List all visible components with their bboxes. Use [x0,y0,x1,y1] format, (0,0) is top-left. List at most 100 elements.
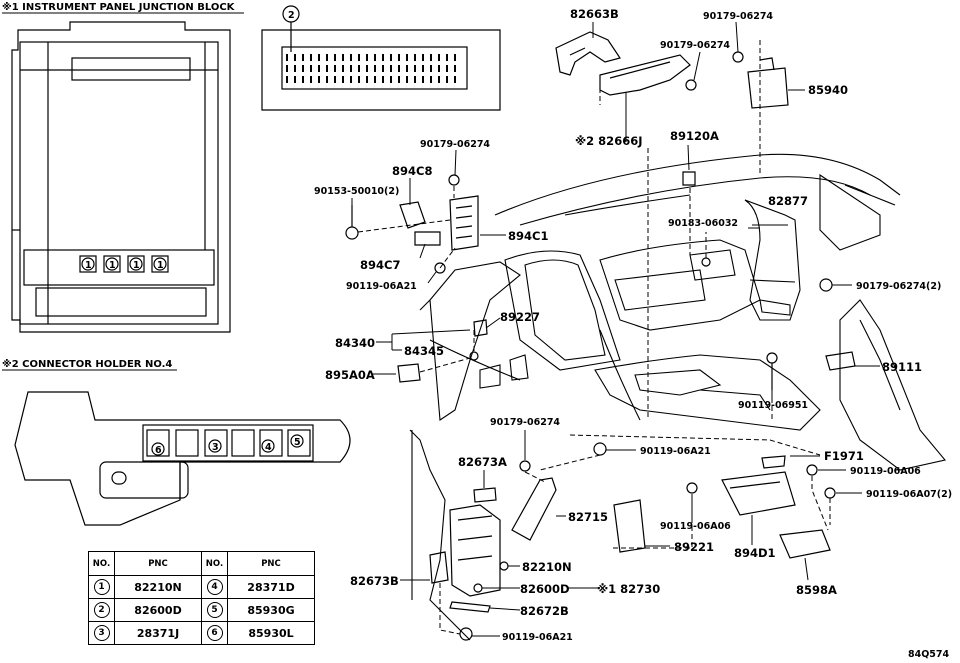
table-cell-pnc: 85930G [227,598,315,622]
table-row: 2 82600D 5 85930G [88,598,315,622]
table-cell-pnc: 28371D [227,575,315,599]
label-F1971: F1971 [824,449,864,463]
junction-slot-1c: 1 [129,257,143,271]
part-82210N [499,561,509,571]
label-90119-d: 90119-06A06 [850,466,921,477]
holder-slot-5: 5 [290,434,304,448]
label-82673B: 82673B [350,574,399,588]
part-89120A [682,171,696,186]
table-cell-pnc: 82210N [114,575,202,599]
part-82666J [599,54,691,96]
holder-slot-6: 6 [151,442,165,456]
connector-strip-drawing [261,5,501,111]
pnc-table: NO. PNC NO. PNC 1 82210N 4 28371D 2 8260… [88,551,315,645]
label-894C1: 894C1 [508,229,548,243]
label-82663B: 82663B [570,7,619,21]
table-cell-pnc: 85930L [227,621,315,645]
instrument-panel-drawing [409,153,947,641]
label-894C8: 894C8 [392,164,432,178]
clip-90183 [701,257,711,267]
table-header-no: NO. [88,551,115,576]
leader-lines [351,21,880,637]
nut-90179-d [819,278,833,292]
label-90119-b: 90119-06951 [738,400,808,411]
part-82663B [555,31,621,76]
label-894D1: 894D1 [734,546,776,560]
connector-holder-title: ※2 CONNECTOR HOLDER NO.4 [2,358,172,370]
label-82672B: 82672B [520,604,569,618]
svg-text:5: 5 [294,437,301,448]
bolt-90153 [345,205,359,240]
part-894C1 [449,195,479,251]
svg-text:1: 1 [85,260,92,271]
label-895A0A: 895A0A [325,368,375,382]
nut-90179-e [519,460,531,472]
part-F1971 [761,455,786,469]
label-90119-a: 90119-06A21 [346,281,417,292]
bolt-90119-d [806,464,818,476]
holder-slot-4: 4 [261,439,275,453]
nut-90179-c [448,174,460,186]
label-82877: 82877 [768,194,808,208]
part-85940 [747,57,789,109]
svg-text:1: 1 [133,260,140,271]
svg-text:3: 3 [212,442,219,453]
bolt-90119-f [686,482,698,494]
label-90119-c: 90119-06A21 [640,446,711,457]
label-90179-a: 90179-06274 [703,11,773,22]
illustration-code: 84Q574 [908,649,950,660]
part-82673A [473,487,497,503]
label-82666J: ※2 82666J [575,134,642,148]
label-90153: 90153-50010(2) [314,186,399,197]
part-junction-block [449,504,501,597]
label-85940: 85940 [808,83,848,97]
table-cell-no: 5 [201,598,228,622]
table-header-no: NO. [201,551,228,576]
part-89227 [473,319,488,337]
nut-90179-b [685,79,697,91]
part-82673B [429,551,449,584]
table-header-row: NO. PNC NO. PNC [88,551,315,576]
table-row: 1 82210N 4 28371D [88,575,315,599]
label-90179-d: 90179-06274(2) [856,281,941,292]
svg-text:6: 6 [155,445,162,456]
label-90119-e: 90119-06A07(2) [866,489,952,500]
label-89120A: 89120A [670,129,719,143]
label-82715: 82715 [568,510,608,524]
label-89221: 89221 [674,540,714,554]
junction-block-title: ※1 INSTRUMENT PANEL JUNCTION BLOCK [2,1,236,13]
svg-text:4: 4 [265,442,272,453]
part-895A0A [397,363,421,383]
table-cell-no: 4 [201,575,228,599]
label-894C7: 894C7 [360,258,400,272]
label-84345: 84345 [404,344,444,358]
part-8598A [779,529,831,559]
part-82715 [511,477,557,541]
label-82600D: 82600D [520,582,570,596]
table-cell-no: 6 [201,621,228,645]
part-894D1 [721,471,796,516]
label-82210N: 82210N [522,560,572,574]
label-89111: 89111 [882,360,922,374]
junction-block-drawing [11,21,231,333]
label-90119-f: 90119-06A06 [660,521,731,532]
table-cell-pnc: 28371J [114,621,202,645]
nut-90119-a [434,262,446,274]
svg-text:1: 1 [157,260,164,271]
bolt-90119-g [459,627,473,641]
label-90179-e: 90179-06274 [490,417,560,428]
part-82672B [449,601,491,613]
part-894C7 [414,231,441,246]
part-894C8 [399,201,426,229]
table-cell-no: 2 [88,598,115,622]
callout-2: 2 [288,10,295,21]
guide-lines [357,40,831,635]
label-8598A: 8598A [796,583,837,597]
label-90183: 90183-06032 [668,218,738,229]
label-89227: 89227 [500,310,540,324]
table-header-pnc: PNC [114,551,202,576]
label-82730: ※1 82730 [597,582,660,596]
holder-slot-3: 3 [208,439,222,453]
connector-holder-drawing [14,391,351,526]
